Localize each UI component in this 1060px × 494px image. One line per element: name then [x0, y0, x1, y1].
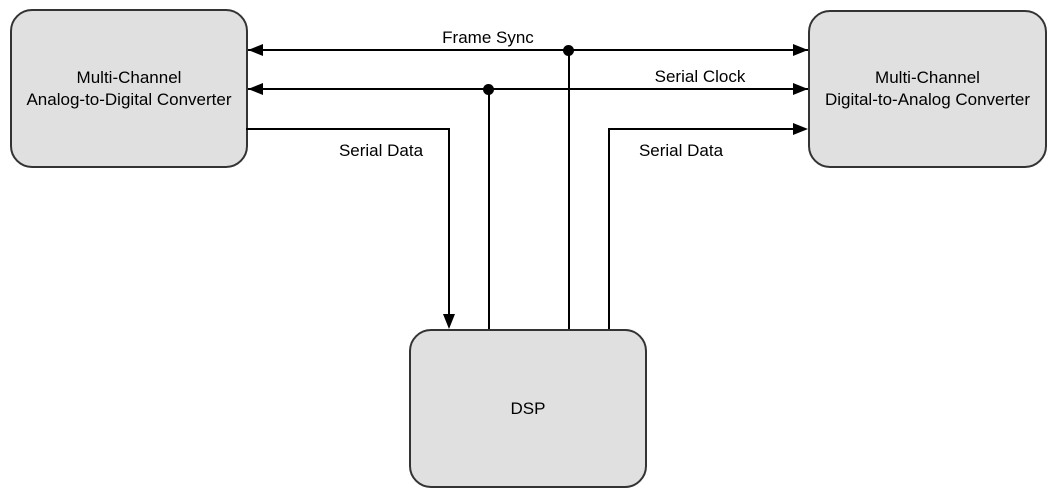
frame-sync-wire: [248, 49, 808, 51]
serial-data-adc-label: Serial Data: [338, 141, 424, 160]
frame-sync-label: Frame Sync: [442, 28, 534, 47]
frame-sync-arrowhead-into-dac-icon: [793, 44, 808, 56]
serial-clock-label: Serial Clock: [654, 67, 746, 86]
serial-clock-drop-wire: [488, 89, 490, 329]
serial-data-arrowhead-into-dsp-icon: [443, 314, 455, 329]
serial-data-arrowhead-into-dac-icon: [793, 123, 808, 135]
frame-sync-drop-wire: [568, 50, 570, 329]
serial-data-dac-horizontal-wire: [608, 128, 794, 130]
serial-data-dac-label: Serial Data: [638, 141, 724, 160]
serial-clock-arrowhead-into-dac-icon: [793, 83, 808, 95]
dac-label-line2: Digital-to-Analog Converter: [824, 90, 1031, 109]
adc-node: Multi-Channel Analog-to-Digital Converte…: [10, 9, 248, 168]
adc-label-line1: Multi-Channel: [76, 67, 182, 87]
dac-label-line1: Multi-Channel: [875, 68, 980, 87]
frame-sync-arrowhead-into-adc-icon: [248, 44, 263, 56]
dsp-label: DSP: [510, 398, 546, 418]
dsp-node: DSP: [409, 329, 647, 488]
adc-label-line2: Analog-to-Digital Converter: [26, 89, 232, 109]
dac-node: Multi-Channel Digital-to-Analog Converte…: [808, 10, 1047, 168]
serial-clock-arrowhead-into-adc-icon: [248, 83, 263, 95]
serial-data-dac-vertical-wire: [608, 128, 610, 329]
serial-data-adc-vertical-wire: [448, 128, 450, 315]
serial-clock-wire: [248, 88, 808, 90]
serial-data-adc-horizontal-wire: [246, 128, 450, 130]
